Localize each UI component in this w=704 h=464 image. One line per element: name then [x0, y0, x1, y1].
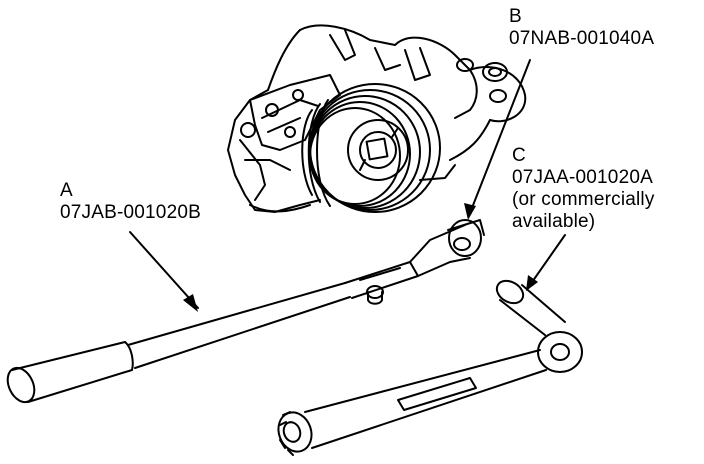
callout-a-letter: A: [60, 180, 73, 201]
arrowhead-b: [464, 203, 476, 220]
torque-wrench-a: [6, 219, 485, 404]
leader-lines: [129, 59, 566, 312]
callout-c-letter: C: [512, 145, 526, 166]
leader-line-c: [529, 234, 566, 286]
callout-a-part-number: 07JAB-001020B: [60, 202, 201, 223]
engine-crankshaft-pulley: [227, 24, 527, 213]
callout-b-letter: B: [509, 6, 522, 27]
leader-line-a: [129, 231, 199, 309]
arrowhead-c: [526, 275, 538, 291]
callout-b-part-number: 07NAB-001040A: [509, 28, 655, 49]
leader-line-b: [469, 59, 531, 214]
callout-c-part-number: 07JAA-001020A: [512, 167, 653, 188]
callout-c-note-line1: (or commercially: [512, 189, 655, 210]
arrowhead-a: [183, 294, 198, 312]
callout-c-note-line2: available): [512, 211, 596, 232]
torque-wrench-c: [277, 279, 583, 456]
